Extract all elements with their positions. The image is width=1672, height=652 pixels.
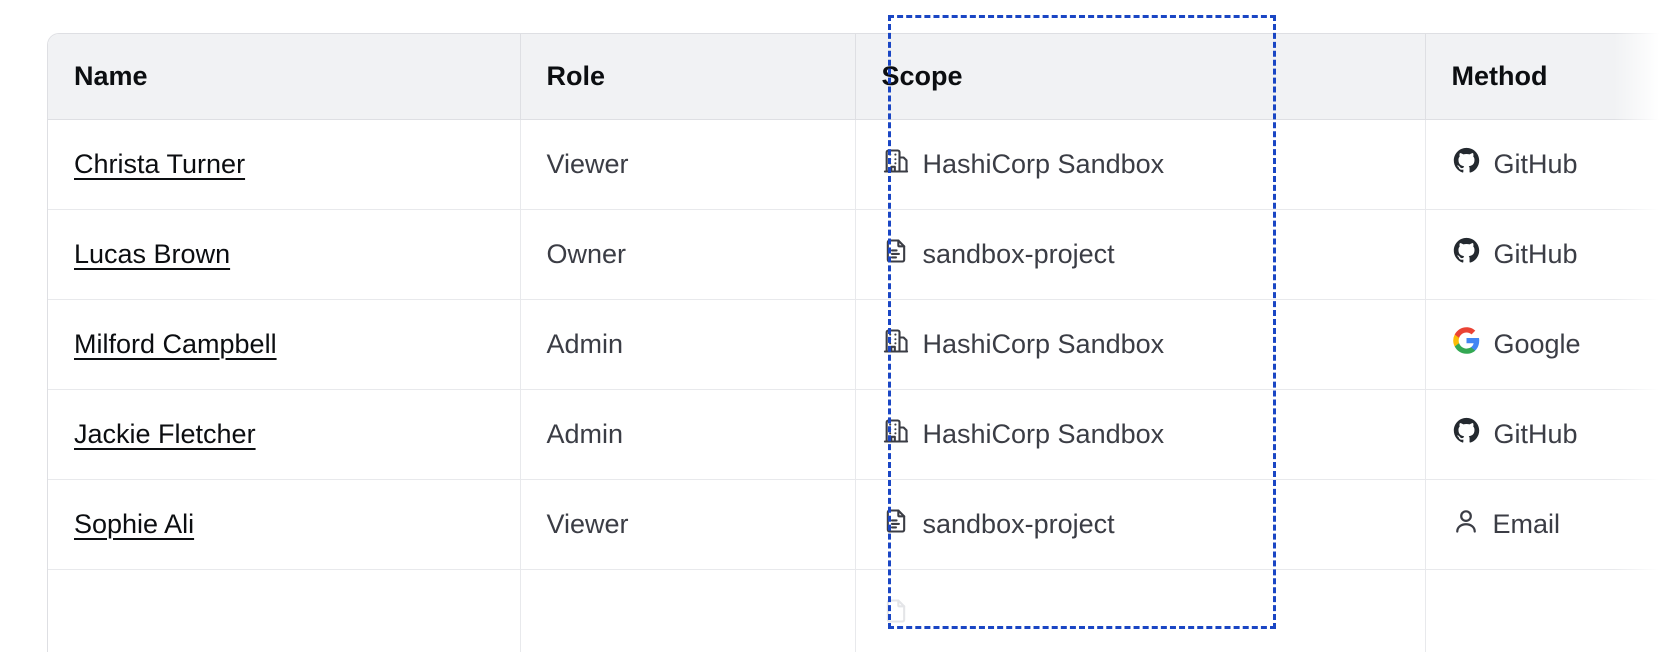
cell-name: Christa Turner [48, 119, 521, 210]
cell-scope: sandbox-project [855, 209, 1426, 300]
method-label: GitHub [1493, 148, 1578, 179]
github-icon [1452, 416, 1481, 452]
column-header-method[interactable]: Method [1425, 34, 1672, 120]
column-header-role[interactable]: Role [520, 34, 856, 120]
cell-name: Lucas Brown [48, 209, 521, 300]
github-icon [1452, 146, 1481, 182]
cell-name: Jackie Fletcher [48, 389, 521, 480]
member-name-link[interactable]: Jackie Fletcher [74, 418, 256, 449]
cell-method: GitHub [1425, 209, 1672, 300]
project-document-icon [882, 597, 910, 632]
members-table: Name Role Scope Method Christa Turner Vi… [48, 34, 1672, 652]
organization-building-icon [882, 417, 910, 452]
table-row: Lucas Brown Owner sa [48, 209, 1672, 300]
member-name-link[interactable]: Christa Turner [74, 148, 246, 179]
organization-building-icon [882, 147, 910, 182]
cell-role: Viewer [520, 119, 856, 210]
cell-name [48, 569, 521, 652]
method-label: Google [1493, 328, 1581, 359]
project-document-icon [882, 237, 910, 272]
cell-role: Admin [520, 299, 856, 390]
table-body: Christa Turner Viewer [48, 119, 1672, 652]
member-name-link[interactable]: Lucas Brown [74, 238, 231, 269]
table-header: Name Role Scope Method [48, 34, 1672, 120]
table-row: Milford Campbell Admin [48, 299, 1672, 390]
cell-method: Google [1425, 299, 1672, 390]
cell-method: GitHub [1425, 119, 1672, 210]
cell-role: Owner [520, 209, 856, 300]
table-row: Sophie Ali Viewer sa [48, 479, 1672, 570]
table-row: Christa Turner Viewer [48, 119, 1672, 210]
scope-label: HashiCorp Sandbox [922, 148, 1165, 179]
member-name-link[interactable]: Sophie Ali [74, 508, 195, 539]
member-name-link[interactable]: Milford Campbell [74, 328, 277, 359]
table-row: Jackie Fletcher Admin [48, 389, 1672, 480]
cell-method: GitHub [1425, 389, 1672, 480]
cell-name: Milford Campbell [48, 299, 521, 390]
user-person-icon [1452, 507, 1480, 542]
column-header-scope[interactable]: Scope [855, 34, 1426, 120]
scope-label: HashiCorp Sandbox [922, 328, 1165, 359]
cell-role: Viewer [520, 479, 856, 570]
column-header-name[interactable]: Name [48, 34, 521, 120]
cell-method: Email [1425, 479, 1672, 570]
cell-scope: HashiCorp Sandbox [855, 119, 1426, 210]
table-row [48, 569, 1672, 652]
github-icon [1452, 236, 1481, 272]
scope-label: HashiCorp Sandbox [922, 418, 1165, 449]
cell-scope: HashiCorp Sandbox [855, 389, 1426, 480]
cell-name: Sophie Ali [48, 479, 521, 570]
project-document-icon [882, 507, 910, 542]
cell-role [520, 569, 856, 652]
members-table-container: Name Role Scope Method Christa Turner Vi… [47, 33, 1672, 652]
cell-scope [855, 569, 1426, 652]
method-label: GitHub [1493, 238, 1578, 269]
method-label: GitHub [1493, 418, 1578, 449]
organization-building-icon [882, 327, 910, 362]
cell-scope: HashiCorp Sandbox [855, 299, 1426, 390]
table-header-row: Name Role Scope Method [48, 34, 1672, 120]
cell-scope: sandbox-project [855, 479, 1426, 570]
cell-role: Admin [520, 389, 856, 480]
method-label: Email [1492, 508, 1561, 539]
scope-label: sandbox-project [922, 238, 1115, 269]
cell-method [1425, 569, 1672, 652]
scope-label: sandbox-project [922, 508, 1115, 539]
google-icon [1452, 326, 1481, 362]
